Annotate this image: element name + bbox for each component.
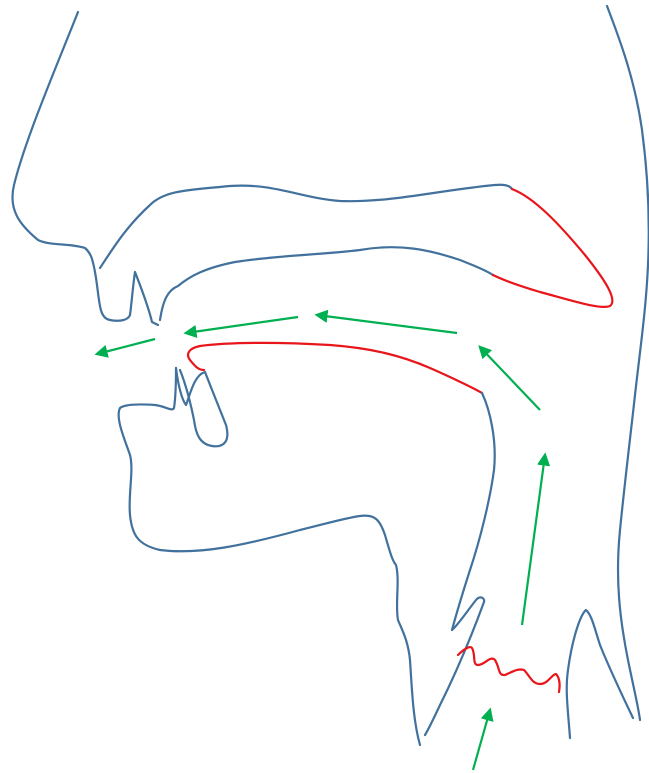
airflow-arrow <box>317 315 457 333</box>
hard-palate-outline <box>160 247 493 320</box>
face-profile-outline <box>12 12 158 325</box>
airflow-arrow <box>97 339 155 354</box>
vocal-folds-outline <box>458 647 560 692</box>
tongue-root-outline <box>425 393 495 735</box>
lower-lip-jaw-outline <box>119 368 420 745</box>
airflow-arrow <box>186 317 298 333</box>
airflow-arrow <box>480 347 540 410</box>
airflow-arrow <box>473 710 490 770</box>
tongue-surface-outline <box>188 343 482 393</box>
airflow-arrow <box>522 455 545 625</box>
pharynx-back-outline <box>607 6 649 720</box>
lower-teeth-outline <box>176 368 227 446</box>
soft-palate-outline <box>493 189 612 307</box>
